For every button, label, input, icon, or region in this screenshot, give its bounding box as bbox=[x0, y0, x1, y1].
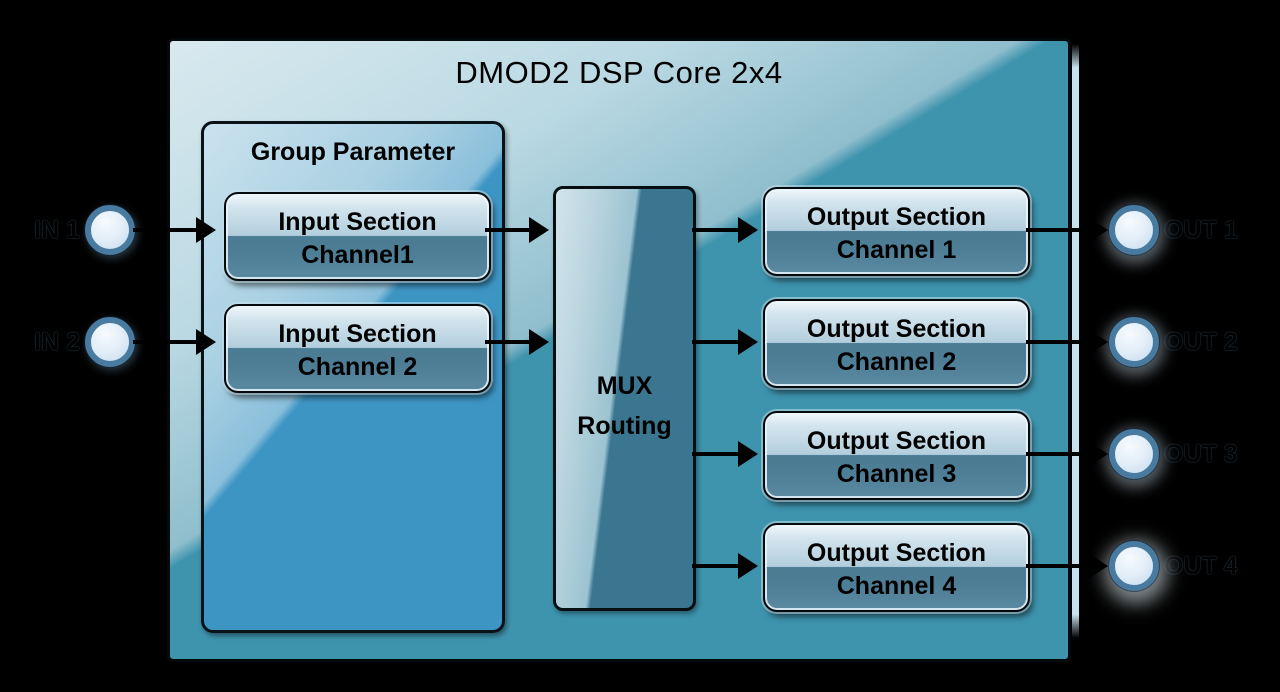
arrow-in1-to-input-section bbox=[133, 217, 216, 243]
box-label-line: Input Section bbox=[278, 208, 437, 236]
box-label-line: Output Section bbox=[806, 315, 987, 343]
port-circle-out-2 bbox=[1109, 317, 1159, 367]
box-label-line: Output Section bbox=[806, 203, 987, 231]
dsp-core-box: DMOD2 DSP Core 2x4 Group Parameter Input… bbox=[167, 38, 1071, 662]
port-label-out-3: OUT 3 bbox=[1164, 440, 1238, 468]
arrow-output1-to-out1 bbox=[1026, 217, 1108, 243]
arrow-mux-to-output4 bbox=[692, 553, 758, 579]
port-circle-out-4 bbox=[1109, 541, 1159, 591]
box-label-line: MUX bbox=[596, 371, 653, 400]
port-label-out-4: OUT 4 bbox=[1164, 552, 1238, 580]
output-section-channel-3-box: Output Section Channel 3 bbox=[763, 411, 1030, 500]
box-label-line: Channel1 bbox=[301, 241, 414, 269]
output-section-channel-4-box: Output Section Channel 4 bbox=[763, 523, 1030, 612]
box-label-line: Channel 1 bbox=[836, 236, 957, 264]
port-circle-out-3 bbox=[1109, 429, 1159, 479]
port-circle-in-1 bbox=[85, 205, 135, 255]
mux-routing-box: MUX Routing bbox=[553, 186, 696, 611]
box-label-line: Channel 4 bbox=[836, 572, 957, 600]
diagram-title: DMOD2 DSP Core 2x4 bbox=[455, 55, 783, 90]
box-label-line: Routing bbox=[577, 411, 672, 440]
box-label-line: Output Section bbox=[806, 539, 987, 567]
port-label-out-1: OUT 1 bbox=[1164, 216, 1238, 244]
box-label-line: Output Section bbox=[806, 427, 987, 455]
arrow-mux-to-output3 bbox=[692, 441, 758, 467]
input-section-channel-1-box: Input Section Channel1 bbox=[224, 192, 491, 281]
port-label-out-2: OUT 2 bbox=[1164, 328, 1238, 356]
port-label-in-1: IN 1 bbox=[34, 216, 80, 244]
box-label-line: Input Section bbox=[278, 320, 437, 348]
arrow-in2-to-input-section bbox=[133, 329, 216, 355]
group-parameter-label: Group Parameter bbox=[250, 138, 456, 166]
arrow-input1-to-mux bbox=[485, 217, 549, 243]
box-label-line: Channel 2 bbox=[297, 353, 418, 381]
arrow-mux-to-output1 bbox=[692, 217, 758, 243]
arrow-output4-to-out4 bbox=[1026, 553, 1108, 579]
output-section-channel-1-box: Output Section Channel 1 bbox=[763, 187, 1030, 276]
box-label-line: Channel 3 bbox=[836, 460, 957, 488]
input-section-channel-2-box: Input Section Channel 2 bbox=[224, 304, 491, 393]
arrow-output2-to-out2 bbox=[1026, 329, 1108, 355]
port-circle-out-1 bbox=[1109, 205, 1159, 255]
arrow-input2-to-mux bbox=[485, 329, 549, 355]
port-label-in-2: IN 2 bbox=[34, 328, 80, 356]
arrow-mux-to-output2 bbox=[692, 329, 758, 355]
port-circle-in-2 bbox=[85, 317, 135, 367]
output-section-channel-2-box: Output Section Channel 2 bbox=[763, 299, 1030, 388]
arrow-output3-to-out3 bbox=[1026, 441, 1108, 467]
box-label-line: Channel 2 bbox=[836, 348, 957, 376]
group-parameter-box: Group Parameter Input Section Channel1 I… bbox=[201, 121, 505, 633]
